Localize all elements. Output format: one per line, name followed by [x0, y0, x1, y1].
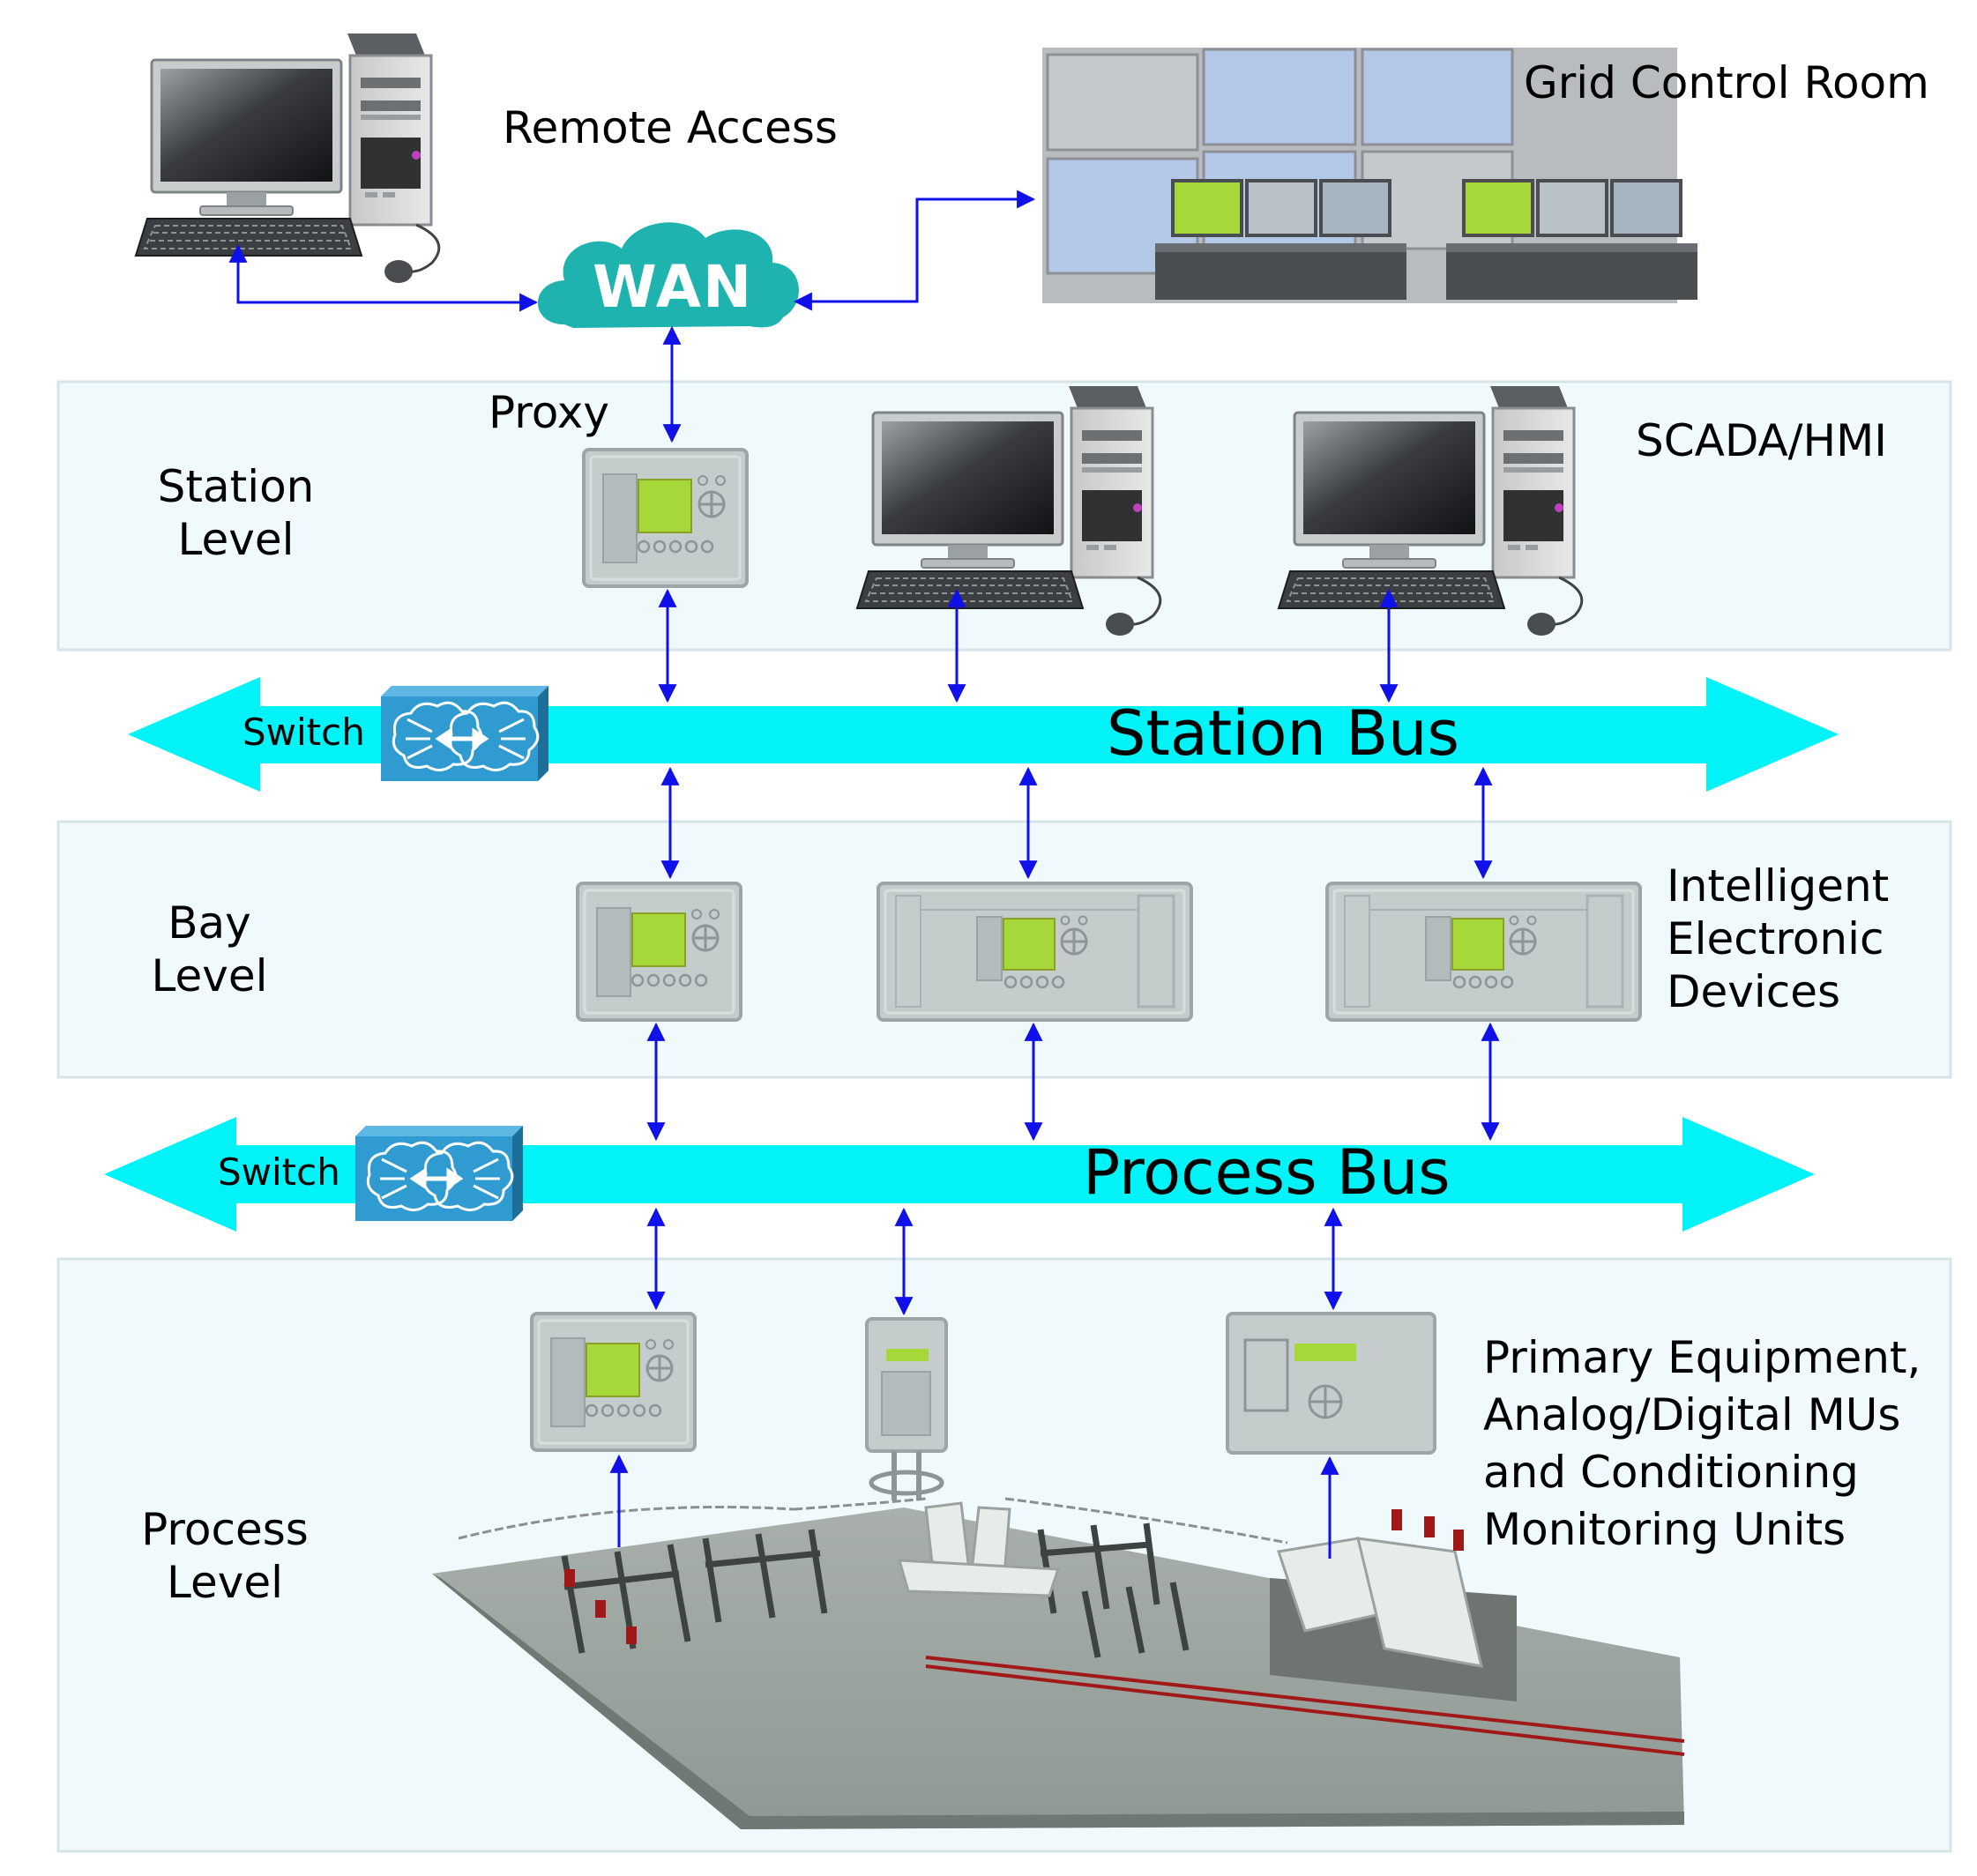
merging-unit-2-icon — [865, 1317, 948, 1500]
station-bus-switch-icon — [381, 686, 548, 781]
scada-hmi-label: SCADA/HMI — [1636, 415, 1888, 466]
proxy-label: Proxy — [489, 387, 609, 438]
remote-access-computer-icon — [134, 32, 441, 285]
proxy-device-icon — [582, 448, 749, 588]
grid-control-room-icon — [1042, 48, 1697, 303]
process-bus-switch-label: Switch — [218, 1150, 340, 1194]
substation-yard-icon — [432, 1497, 1685, 1829]
merging-unit-1-icon — [530, 1312, 697, 1452]
process-bus-label: Process Bus — [1083, 1136, 1451, 1209]
monitoring-unit-icon — [1226, 1312, 1436, 1455]
link-wan-to-control-room — [793, 190, 1036, 311]
process-level-label: Process Level — [141, 1504, 309, 1608]
primary-equipment-label: Primary Equipment, Analog/Digital MUs an… — [1483, 1332, 1921, 1555]
process-bus-arrow — [104, 1117, 1815, 1232]
station-bus-arrow — [128, 677, 1839, 792]
station-bus-label: Station Bus — [1107, 697, 1459, 770]
link-remote-to-wan — [228, 243, 539, 312]
bay-ied-3-icon — [1325, 882, 1642, 1022]
bay-ied-1-icon — [576, 882, 742, 1022]
connection-arrows — [228, 190, 1500, 1316]
bay-ied-2-icon — [877, 882, 1193, 1022]
bay-level-label: Bay Level — [151, 897, 268, 1001]
station-level-label: Station Level — [157, 461, 315, 565]
wan-cloud-icon — [538, 222, 799, 328]
remote-access-label: Remote Access — [503, 102, 838, 153]
station-bus-switch-label: Switch — [242, 711, 365, 754]
wan-label: WAN — [593, 253, 754, 321]
process-bus-switch-icon — [355, 1126, 523, 1221]
grid-control-room-label: Grid Control Room — [1524, 57, 1929, 108]
ied-label: Intelligent Electronic Devices — [1667, 860, 1890, 1017]
